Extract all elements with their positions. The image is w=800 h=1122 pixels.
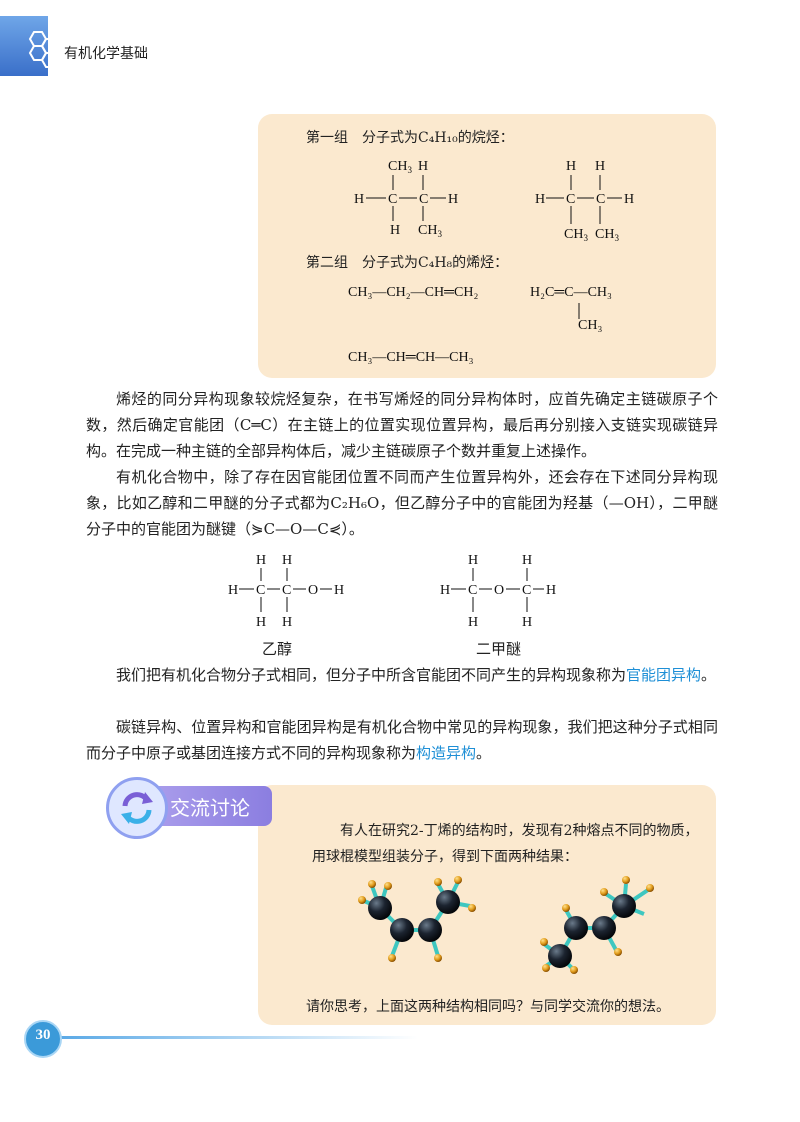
svg-text:H: H [282, 553, 292, 568]
svg-text:H: H [546, 583, 556, 598]
hexagon-logo-icon [28, 31, 60, 68]
svg-text:C: C [468, 583, 477, 598]
svg-text:H: H [256, 615, 266, 630]
discussion-question: 请你思考，上面这两种结构相同吗？与同学交流你的想法。 [306, 999, 670, 1015]
alkene-2-formula: H₂C═C—CH₃ [530, 285, 612, 300]
svg-text:C: C [282, 583, 291, 598]
discussion-box [258, 785, 716, 1025]
svg-text:CH3: CH3 [595, 227, 619, 243]
discussion-title: 交流讨论 [170, 796, 250, 820]
svg-text:C: C [256, 583, 265, 598]
svg-text:CH3: CH3 [418, 223, 442, 239]
alkene-1-formula: CH₃—CH₂—CH═CH₂ [348, 285, 479, 300]
group2-label: 第二组 分子式为C₄H₈的烯烃： [306, 255, 509, 271]
svg-text:H: H [468, 615, 478, 630]
paragraph-1-text: 烯烃的同分异构现象较烷烃复杂，在书写烯烃的同分异构体时，应首先确定主链碳原子个数… [86, 390, 718, 460]
svg-text:H: H [595, 159, 605, 174]
paragraph-alkene-isomers: 烯烃的同分异构现象较烷烃复杂，在书写烯烃的同分异构体时，应首先确定主链碳原子个数… [86, 386, 718, 464]
exchange-arrows-icon [121, 792, 153, 824]
group1-label: 第一组 分子式为C₄H₁₀的烷烃： [306, 130, 514, 146]
term-constitutional-isomerism: 构造异构 [416, 744, 477, 762]
svg-text:H: H [535, 192, 545, 207]
svg-text:H: H [334, 583, 344, 598]
discussion-intro: 有人在研究2-丁烯的结构时，发现有2种熔点不同的物质，用球棍模型组装分子，得到下… [312, 823, 699, 865]
footer-line [58, 1036, 418, 1039]
svg-text:CH3: CH3 [564, 227, 588, 243]
page-number-badge [24, 1020, 62, 1058]
svg-text:H: H [418, 159, 428, 174]
paragraph-functional-isomerism: 我们把有机化合物分子式相同，但分子中所含官能团不同产生的异构现象称为官能团异构。 [86, 662, 718, 688]
butane-structure: CH3 H H C C H H CH3 [354, 159, 458, 239]
page-number: 30 [35, 1027, 51, 1043]
svg-text:H: H [522, 615, 532, 630]
alkene-3-formula: CH₃—CH═CH—CH₃ [348, 350, 474, 365]
cis-2-butene-model [358, 876, 476, 962]
svg-text:H: H [468, 553, 478, 568]
branch-bond [578, 303, 580, 319]
svg-text:CH3: CH3 [388, 159, 412, 175]
svg-text:H: H [256, 553, 266, 568]
svg-text:O: O [494, 583, 504, 598]
svg-text:H: H [522, 553, 532, 568]
paragraph-constitutional-isomerism: 碳链异构、位置异构和官能团异构是有机化合物中常见的异构现象，我们把这种分子式相同… [86, 714, 718, 766]
paragraph-2-text: 有机化合物中，除了存在因官能团位置不同而产生位置异构外，还会存在下述同分异构现象… [86, 468, 718, 538]
isobutane-structure: H H H C C H CH3 CH3 [535, 159, 634, 243]
svg-text:H: H [354, 192, 364, 207]
svg-text:H: H [228, 583, 238, 598]
p4-text: 碳链异构、位置异构和官能团异构是有机化合物中常见的异构现象，我们把这种分子式相同… [86, 718, 718, 762]
p3-text: 我们把有机化合物分子式相同，但分子中所含官能团不同产生的异构现象称为 [116, 666, 627, 684]
svg-text:H: H [448, 192, 458, 207]
p4-end: 。 [476, 744, 492, 762]
svg-text:C: C [388, 192, 397, 207]
svg-text:C: C [419, 192, 428, 207]
isomer-example-box [258, 114, 716, 378]
svg-text:C: C [596, 192, 605, 207]
discussion-circle [106, 777, 168, 839]
svg-text:O: O [308, 583, 318, 598]
svg-text:H: H [282, 615, 292, 630]
p3-end: 。 [701, 666, 717, 684]
svg-text:H: H [440, 583, 450, 598]
ethanol-label: 乙醇 [262, 640, 293, 658]
svg-text:H: H [624, 192, 634, 207]
term-functional-isomerism: 官能团异构 [626, 666, 702, 684]
svg-text:H: H [390, 223, 400, 238]
alkene-2-branch: CH₃ [578, 318, 603, 333]
svg-text:C: C [522, 583, 531, 598]
svg-text:H: H [566, 159, 576, 174]
book-title: 有机化学基础 [64, 46, 148, 62]
paragraph-functional-example: 有机化合物中，除了存在因官能团位置不同而产生位置异构外，还会存在下述同分异构现象… [86, 464, 718, 542]
svg-text:C: C [566, 192, 575, 207]
trans-2-butene-model [540, 876, 654, 974]
dimethyl-ether-label: 二甲醚 [476, 640, 522, 658]
